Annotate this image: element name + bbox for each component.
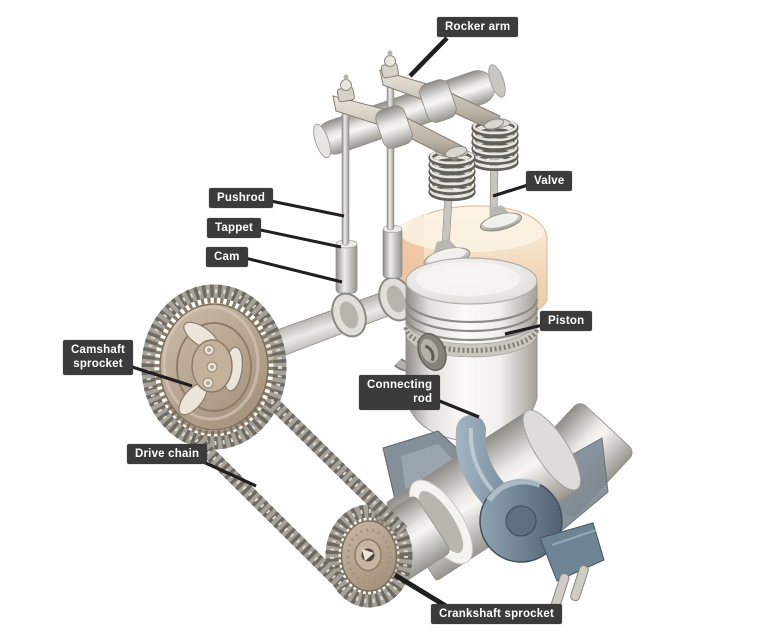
- label-valve-text: Valve: [534, 175, 565, 187]
- label-rocker-arm: Rocker arm: [437, 17, 519, 38]
- label-connecting-rod-line1: Connecting: [367, 379, 433, 391]
- label-piston: Piston: [540, 311, 593, 332]
- label-camshaft-sprocket: Camshaft sprocket: [63, 340, 134, 375]
- label-piston-text: Piston: [548, 315, 585, 327]
- label-rocker-arm-text: Rocker arm: [445, 21, 511, 33]
- label-connecting-rod: Connecting rod: [359, 375, 441, 410]
- camshaft-sprocket: [152, 295, 276, 439]
- label-pushrod: Pushrod: [209, 188, 274, 209]
- cam-lobe-rear: [378, 276, 414, 322]
- rocker-arm-rear: [379, 50, 505, 132]
- label-crankshaft-sprocket: Crankshaft sprocket: [431, 604, 563, 625]
- label-tappet: Tappet: [207, 218, 262, 239]
- pushrod-rear: [386, 75, 395, 231]
- wrist-pin: [417, 332, 447, 372]
- label-camshaft-sprocket-line2: sprocket: [73, 358, 123, 371]
- pushrod-front: [341, 99, 350, 246]
- rod-cap: [539, 522, 605, 582]
- tappet-rear: [382, 225, 403, 279]
- label-drive-chain: Drive chain: [127, 444, 208, 465]
- label-cam-text: Cam: [214, 251, 240, 263]
- leader-lines: [128, 36, 544, 611]
- label-pushrod-text: Pushrod: [217, 192, 266, 204]
- rocker-arm-front: [332, 74, 468, 162]
- connecting-rod: [455, 415, 605, 610]
- drive-chain: [141, 284, 413, 608]
- label-valve: Valve: [526, 171, 573, 192]
- label-cam: Cam: [206, 247, 248, 268]
- label-camshaft-sprocket-line1: Camshaft: [71, 344, 126, 356]
- label-drive-chain-text: Drive chain: [135, 448, 200, 460]
- label-crankshaft-sprocket-text: Crankshaft sprocket: [439, 608, 555, 620]
- label-connecting-rod-line2: rod: [413, 393, 433, 406]
- label-tappet-text: Tappet: [215, 222, 254, 234]
- cam-lobe-front: [331, 292, 367, 338]
